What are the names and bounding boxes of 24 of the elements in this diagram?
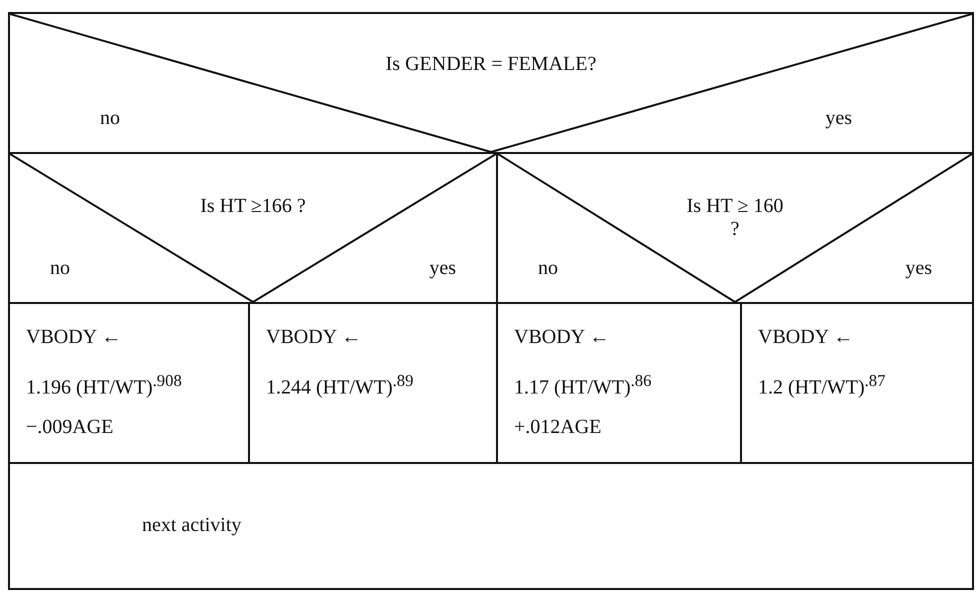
decision-block — [8, 152, 498, 304]
formula-text: 1.2 (HT/WT)$^{.87}$ — [758, 371, 886, 400]
decision-block — [496, 152, 974, 304]
branch-label: yes — [825, 107, 852, 130]
assignment-text: VBODY ← — [514, 326, 610, 349]
assignment-text: VBODY ← — [266, 326, 362, 349]
branch-label: no — [100, 107, 120, 130]
decision-block — [8, 12, 974, 154]
branch-label: yes — [429, 257, 456, 280]
assignment-text: VBODY ← — [26, 326, 122, 349]
assignment-text: VBODY ← — [758, 326, 854, 349]
formula-text: 1.244 (HT/WT)$^{.89}$ — [266, 371, 414, 400]
formula-text: 1.196 (HT/WT)$^{.908}$ — [26, 371, 182, 400]
condition-text: Is HT ≥166 ? — [199, 195, 307, 218]
activity-text: next activity — [142, 514, 242, 537]
condition-text: Is GENDER = FEMALE? — [384, 52, 598, 76]
process-block — [8, 462, 974, 590]
formula-text: +.012AGE — [514, 416, 602, 439]
branch-label: yes — [905, 257, 932, 280]
branch-label: no — [50, 257, 70, 280]
formula-text: 1.17 (HT/WT)$^{.86}$ — [514, 371, 652, 400]
condition-text: Is HT ≥ 160 ? — [686, 195, 784, 242]
formula-text: −.009AGE — [26, 416, 114, 439]
branch-label: no — [538, 257, 558, 280]
